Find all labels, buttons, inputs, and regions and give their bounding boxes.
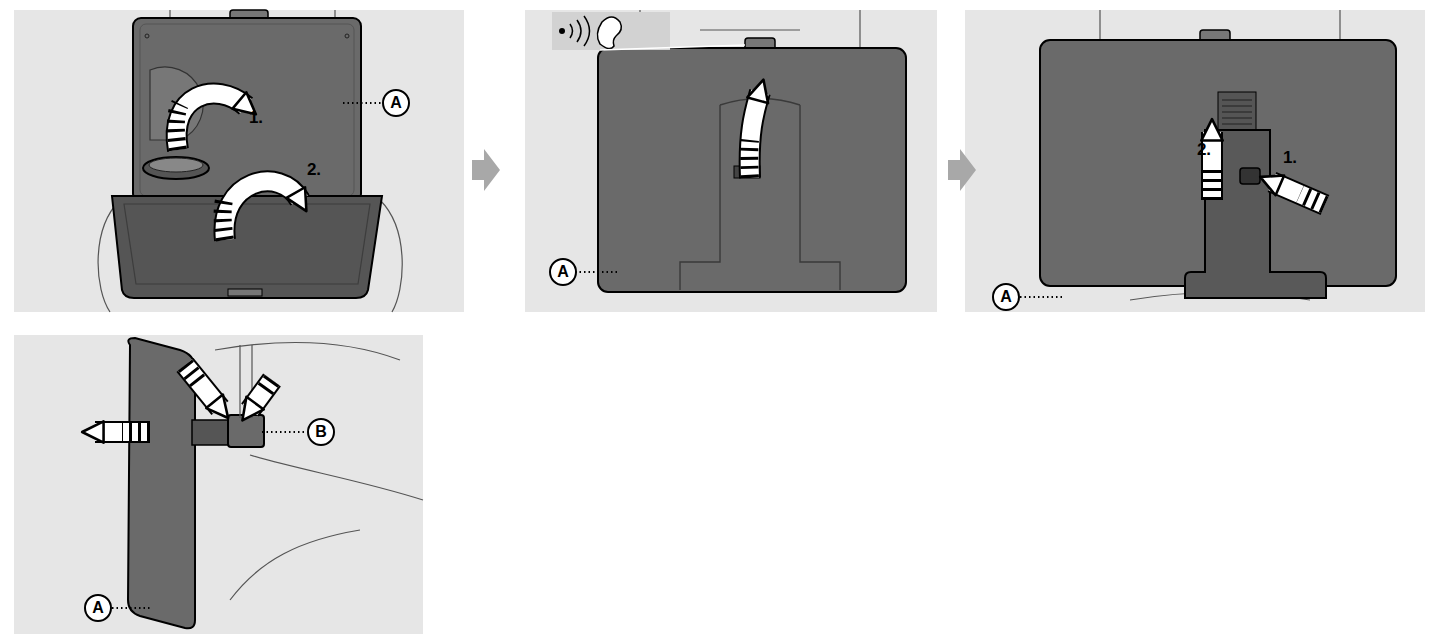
seat-outline [215, 343, 423, 600]
part-callout: B [307, 418, 335, 446]
motion-arrow [176, 94, 300, 240]
leader-line [343, 102, 382, 104]
panel-bg [14, 10, 464, 312]
folded-table [598, 38, 906, 292]
part-callout: A [992, 283, 1020, 311]
leader-line [1020, 296, 1062, 298]
panel-bg [965, 10, 1425, 312]
step-number: 1. [249, 108, 263, 128]
step-number: 1. [1283, 148, 1297, 168]
step-number: 2. [307, 160, 321, 180]
motion-arrow [95, 365, 272, 432]
sound-icon [552, 12, 670, 50]
seat-outline [98, 10, 402, 312]
step-arrow [948, 149, 976, 191]
folding-table [112, 10, 382, 298]
leader-line [575, 271, 620, 273]
step-number: 2. [1197, 140, 1211, 160]
motion-arrow [749, 92, 760, 178]
part-callout: A [84, 594, 112, 622]
table-side-view [128, 338, 264, 628]
table-with-bracket [1040, 30, 1396, 298]
step-arrow [472, 149, 500, 191]
leader-line [112, 607, 150, 609]
leader-line [262, 431, 307, 433]
leader-line [600, 45, 745, 50]
motion-arrow [1212, 132, 1325, 205]
part-callout: A [382, 89, 410, 117]
panel-bg [525, 10, 937, 312]
panel-bg [14, 335, 423, 634]
part-callout: A [549, 258, 577, 286]
